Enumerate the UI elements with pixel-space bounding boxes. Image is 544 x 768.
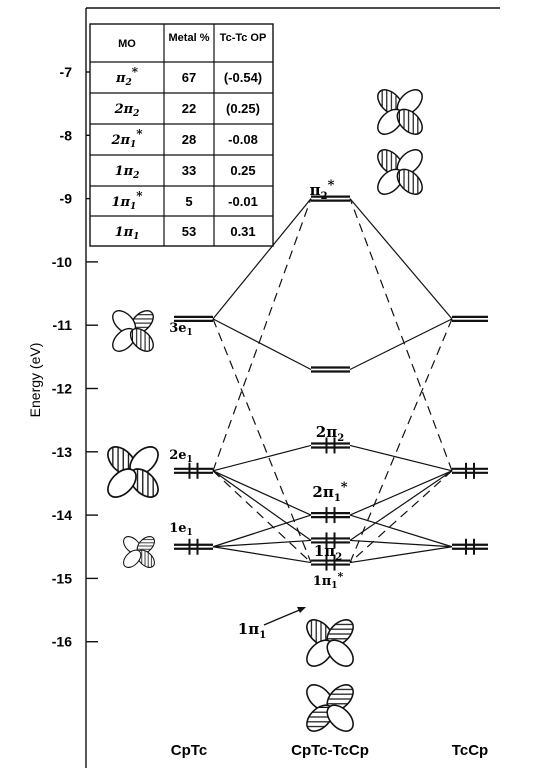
correlation-line [212, 444, 312, 472]
y-tick-label: -11 [53, 317, 73, 333]
correlation-line [349, 514, 453, 548]
correlation-lines [212, 198, 453, 564]
y-axis-label: Energy (eV) [27, 343, 43, 418]
y-tick-label: -7 [60, 64, 73, 80]
y-tick-label: -15 [52, 570, 72, 586]
level-label-pi2-star: π2* [310, 178, 335, 202]
table-cell-metal: 22 [182, 101, 196, 116]
level-label-3e1: 3e1 [169, 321, 193, 338]
orbital-3e1-icon [107, 305, 159, 357]
table-cell-op: 0.31 [230, 224, 255, 239]
level-label-2pi1-star: 2π1* [312, 480, 347, 504]
correlation-line [349, 539, 453, 548]
table-cell-metal: 33 [182, 163, 196, 178]
level-label-1e1: 1e1 [169, 521, 193, 538]
orbital-1pi1-icon [301, 614, 359, 737]
y-tick-label: -10 [52, 254, 72, 270]
y-tick-label: -13 [52, 444, 72, 460]
table-cell-mo: 1π1* [111, 189, 143, 212]
level-label-2e1: 2e1 [169, 448, 193, 465]
level-label-1pi1-star: 1π1* [313, 570, 344, 591]
correlation-line [212, 470, 312, 541]
correlation-line [349, 470, 453, 516]
table-cell-op: -0.01 [228, 194, 258, 209]
table-header-op: Tc-Tc OP [220, 32, 267, 44]
correlation-line [212, 198, 312, 471]
column-label-left: CpTc [171, 742, 207, 759]
label-pointer-arrow [263, 608, 303, 626]
y-tick-label: -12 [52, 381, 72, 397]
energy-levels [174, 195, 488, 571]
table-cell-metal: 53 [182, 224, 196, 239]
orbital-1e1-icon [119, 532, 159, 572]
y-tick-label: -14 [52, 507, 72, 523]
y-tick-label: -9 [60, 191, 73, 207]
table-cell-metal: 28 [182, 132, 196, 147]
y-tick-label: -16 [52, 634, 72, 650]
level-label-1pi2: 1π2 [314, 542, 342, 563]
level-label-2pi2: 2π2 [316, 423, 344, 444]
correlation-line [212, 198, 312, 320]
table-cell-op: -0.08 [228, 132, 258, 147]
column-label-center: CpTc-TcCp [291, 742, 369, 759]
correlation-line [212, 546, 312, 564]
table-header-metal: Metal % [169, 32, 210, 44]
correlation-line [212, 470, 312, 516]
correlation-line [212, 318, 312, 371]
table-cell-metal: 5 [185, 194, 192, 209]
table-cell-mo: 2π2 [114, 102, 140, 119]
correlation-line [349, 198, 453, 472]
correlation-line [349, 470, 453, 564]
orbital-2e1-icon [101, 440, 165, 504]
correlation-line [212, 318, 312, 563]
y-tick-label: -8 [60, 127, 73, 143]
table-header-mo: MO [118, 38, 136, 50]
correlation-line [212, 514, 312, 548]
correlation-line [349, 444, 453, 472]
correlation-line [349, 470, 453, 541]
column-label-right: TcCp [452, 742, 488, 759]
table-cell-metal: 67 [182, 70, 196, 85]
correlation-line [212, 539, 312, 548]
correlation-line [212, 470, 312, 564]
table-cell-op: (-0.54) [224, 70, 262, 85]
correlation-line [349, 198, 453, 320]
level-label-1pi1: 1π1 [238, 620, 266, 641]
correlation-line [349, 318, 453, 563]
table-cell-op: 0.25 [230, 163, 255, 178]
table-cell-op: (0.25) [226, 101, 260, 116]
orbital-pi2-star-icon [372, 84, 428, 200]
correlation-line [349, 318, 453, 371]
correlation-line [349, 546, 453, 564]
